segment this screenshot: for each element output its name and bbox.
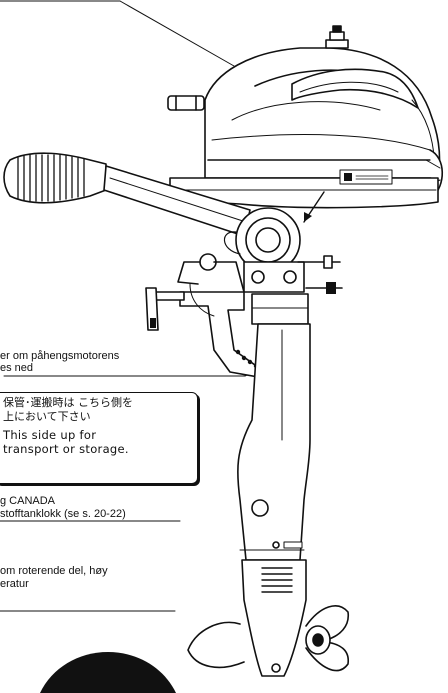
warning-disc bbox=[40, 652, 176, 693]
rotating-warning-line2: eratur bbox=[0, 578, 29, 590]
sticker-en-line1: This side up for bbox=[3, 428, 97, 442]
sticker-jp-line2: 上において下さい bbox=[3, 410, 91, 423]
fuel-cap bbox=[325, 25, 349, 49]
rotating-warning-line1: om roterende del, høy bbox=[0, 565, 108, 577]
steering-pivot bbox=[223, 207, 309, 325]
sticker-jp-line1: 保管･運搬時は こちら側を bbox=[3, 396, 133, 409]
tiller-handle bbox=[3, 152, 251, 237]
cooling-water-intake bbox=[261, 567, 293, 593]
orientation-sticker: 保管･運搬時は こちら側を 上において下さい This side up for … bbox=[0, 392, 198, 484]
canada-line2: stofftanklokk (se s. 20-22) bbox=[0, 508, 126, 520]
leader-lines bbox=[0, 0, 277, 612]
clamp-screw bbox=[145, 287, 185, 331]
lower-cowl bbox=[169, 169, 439, 223]
transom-bolts bbox=[297, 255, 343, 294]
drive-shaft bbox=[237, 323, 311, 561]
tilt-warning-line1: er om påhengsmotorens bbox=[0, 350, 120, 362]
canada-line1: g CANADA bbox=[0, 495, 56, 507]
rear-knob bbox=[167, 95, 205, 111]
sticker-en-line2: transport or storage. bbox=[3, 442, 129, 456]
engine-cowling bbox=[204, 47, 441, 179]
propeller bbox=[305, 605, 350, 672]
gearcase bbox=[187, 559, 307, 677]
tilt-warning-line2: es ned bbox=[0, 362, 34, 374]
